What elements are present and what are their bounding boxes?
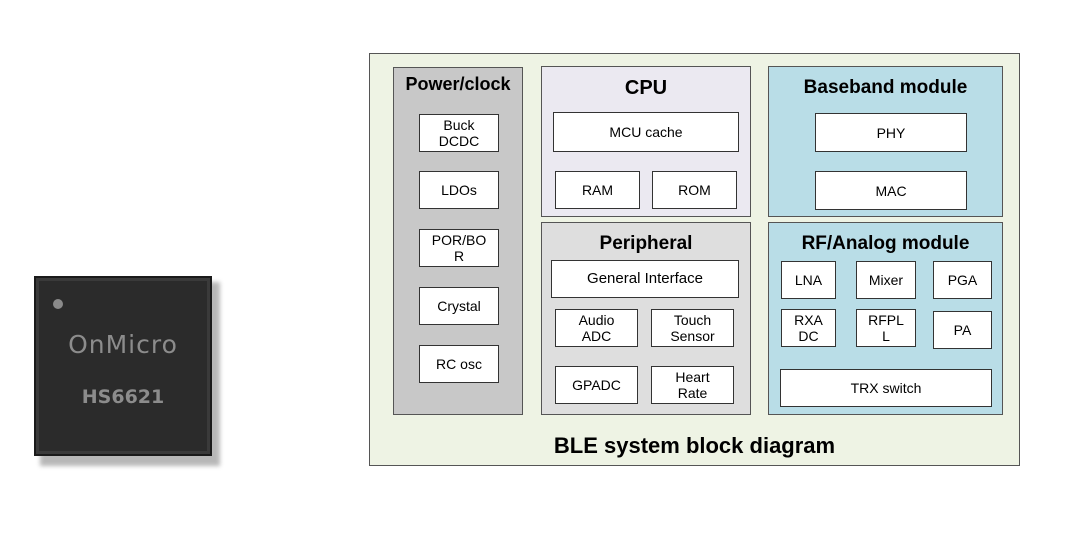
mac-block: MAC	[815, 171, 967, 210]
rc-osc-block: RC osc	[419, 345, 499, 383]
pga-block: PGA	[933, 261, 992, 299]
gpadc-block: GPADC	[555, 366, 638, 404]
trx-switch-block: TRX switch	[780, 369, 992, 407]
rf-analog-title: RF/Analog module	[801, 233, 970, 254]
lna-block: LNA	[781, 261, 836, 299]
rf-analog-module: RF/Analog module LNA Mixer PGA RXA DC RF…	[768, 222, 1003, 415]
crystal-block: Crystal	[419, 287, 499, 325]
buck-dcdc-block: Buck DCDC	[419, 114, 499, 152]
mcu-cache-block: MCU cache	[553, 112, 739, 152]
pa-block: PA	[933, 311, 992, 349]
chip-image: OnMicro HS6621	[34, 276, 212, 456]
cpu-module: CPU MCU cache RAM ROM	[541, 66, 751, 217]
diagram-caption: BLE system block diagram	[553, 433, 836, 458]
power-clock-title: Power/clock	[405, 74, 511, 94]
baseband-title: Baseband module	[803, 77, 968, 98]
peripheral-title: Peripheral	[599, 233, 693, 254]
baseband-module: Baseband module PHY MAC	[768, 66, 1003, 217]
chip-pin1-dot	[53, 299, 63, 309]
ram-block: RAM	[555, 171, 640, 209]
chip-model-label: HS6621	[81, 386, 165, 408]
heart-rate-block: Heart Rate	[651, 366, 734, 404]
touch-sensor-block: Touch Sensor	[651, 309, 734, 347]
rom-block: ROM	[652, 171, 737, 209]
ble-block-diagram: Power/clock Buck DCDC LDOs POR/BO R Crys…	[369, 53, 1020, 466]
por-bor-block: POR/BO R	[419, 229, 499, 267]
mixer-block: Mixer	[856, 261, 916, 299]
ldos-block: LDOs	[419, 171, 499, 209]
rfpll-block: RFPL L	[856, 309, 916, 347]
cpu-title: CPU	[624, 77, 668, 99]
general-interface-block: General Interface	[551, 260, 739, 298]
rxadc-block: RXA DC	[781, 309, 836, 347]
power-clock-module: Power/clock Buck DCDC LDOs POR/BO R Crys…	[393, 67, 523, 415]
audio-adc-block: Audio ADC	[555, 309, 638, 347]
peripheral-module: Peripheral General Interface Audio ADC T…	[541, 222, 751, 415]
phy-block: PHY	[815, 113, 967, 152]
chip-brand-label: OnMicro	[68, 330, 178, 359]
